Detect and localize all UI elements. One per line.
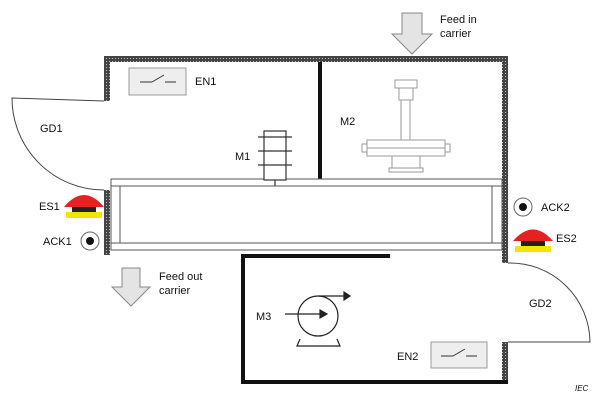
robot-arm-icon	[361, 79, 451, 173]
gd2-door-arc	[507, 262, 591, 343]
partition-m3-left	[241, 254, 245, 384]
enabling-switch-en2[interactable]	[430, 341, 488, 369]
switch-icon	[441, 348, 477, 357]
conveyor-frame	[110, 178, 503, 251]
m3-label: M3	[256, 311, 271, 323]
wall-left-upper	[104, 56, 110, 101]
wall-left-lower	[104, 190, 110, 255]
ack-button-icon	[513, 197, 533, 217]
emergency-stop-es1[interactable]	[64, 195, 104, 218]
guard-door-gd2[interactable]	[507, 262, 591, 343]
pump-m3	[285, 290, 352, 347]
es1-label: ES1	[39, 201, 60, 213]
partitions	[241, 62, 508, 384]
emergency-stop-icon	[64, 195, 104, 218]
gd1-door-arc	[11, 97, 105, 191]
en1-label: EN1	[195, 76, 216, 88]
m2-label: M2	[340, 116, 355, 128]
feed-out-arrow	[110, 267, 152, 307]
wall-top	[104, 56, 508, 62]
partition-m3-top	[241, 254, 390, 258]
feed-in-arrow	[390, 12, 434, 55]
robot-m2	[361, 79, 451, 173]
partition-vertical-top	[318, 62, 322, 180]
es2-label: ES2	[556, 233, 577, 245]
down-arrow-icon	[110, 267, 152, 307]
partition-m3-bottom	[241, 380, 508, 384]
iec-mark: IEC	[575, 384, 589, 393]
en2-label: EN2	[397, 351, 418, 363]
guard-door-gd1[interactable]	[11, 97, 105, 191]
gd1-label: GD1	[40, 123, 63, 135]
switch-icon	[140, 74, 176, 83]
acknowledge-button-ack2[interactable]	[513, 197, 533, 217]
down-arrow-icon	[390, 12, 434, 55]
feed-in-label-line1: Feed in	[440, 14, 477, 26]
m1-label: M1	[235, 151, 250, 163]
pump-icon	[285, 290, 352, 347]
motor-icon	[258, 130, 292, 186]
ack2-label: ACK2	[541, 202, 570, 214]
en2-enclosure	[430, 341, 488, 369]
en1-enclosure	[128, 67, 187, 96]
emergency-stop-icon	[513, 229, 553, 252]
feed-in-label-line2: carrier	[440, 28, 472, 40]
motor-m1	[258, 130, 292, 186]
feed-out-label-line1: Feed out	[159, 271, 202, 283]
acknowledge-button-ack1[interactable]	[80, 231, 100, 251]
guard-walls	[104, 56, 508, 382]
gd2-label: GD2	[529, 298, 552, 310]
enabling-switch-en1[interactable]	[128, 67, 187, 96]
ack-button-icon	[80, 231, 100, 251]
conveyor	[110, 178, 503, 251]
feed-out-label-line2: carrier	[159, 285, 191, 297]
emergency-stop-es2[interactable]	[513, 229, 553, 253]
wall-right-lower	[502, 342, 508, 382]
wall-right-upper	[502, 56, 508, 263]
ack1-label: ACK1	[43, 236, 72, 248]
